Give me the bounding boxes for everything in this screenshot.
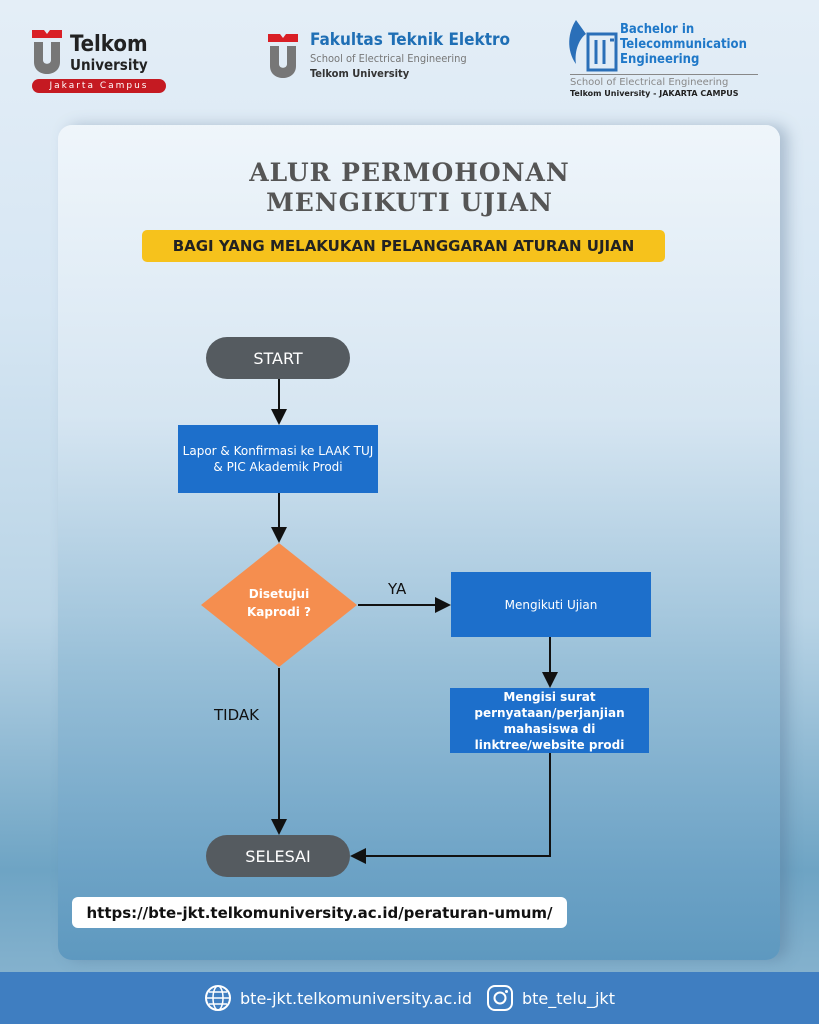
- footer-website[interactable]: bte-jkt.telkomuniversity.ac.id: [204, 984, 472, 1012]
- step-mengisi-surat: Mengisi surat pernyataan/perjanjian maha…: [450, 688, 649, 753]
- fte-logo: Fakultas Teknik Elektro School of Electr…: [266, 30, 556, 86]
- footer-bar: bte-jkt.telkomuniversity.ac.id bte_telu_…: [0, 972, 819, 1024]
- instagram-icon: [487, 985, 513, 1011]
- page-title: ALUR PERMOHONAN MENGIKUTI UJIAN: [249, 158, 570, 217]
- decision-label: Disetujui Kaprodi ?: [247, 587, 311, 619]
- rules-link[interactable]: https://bte-jkt.telkomuniversity.ac.id/p…: [72, 897, 567, 928]
- globe-icon: [205, 985, 232, 1011]
- bte-logo: Bachelor in Telecommunication Engineerin…: [562, 18, 782, 102]
- subtitle-badge: BAGI YANG MELAKUKAN PELANGGARAN ATURAN U…: [142, 230, 665, 262]
- telkom-emblem-icon: [268, 34, 298, 78]
- step-mengikuti-ujian: Mengikuti Ujian: [451, 572, 651, 637]
- bte-emblem-icon: [569, 20, 618, 72]
- telkom-university-logo: Telkom University Jakarta Campus: [30, 28, 170, 96]
- footer-instagram[interactable]: bte_telu_jkt: [486, 984, 615, 1012]
- no-label: TIDAK: [214, 706, 259, 724]
- end-node: SELESAI: [206, 835, 350, 877]
- step-lapor-konfirmasi: Lapor & Konfirmasi ke LAAK TUJ & PIC Aka…: [178, 425, 378, 493]
- content-card: [58, 125, 780, 960]
- yes-label: YA: [388, 580, 407, 598]
- telkom-emblem-icon: [32, 30, 62, 74]
- decision-diamond: [201, 543, 357, 667]
- start-node: START: [206, 337, 350, 379]
- arrow-step3-end: [350, 753, 551, 864]
